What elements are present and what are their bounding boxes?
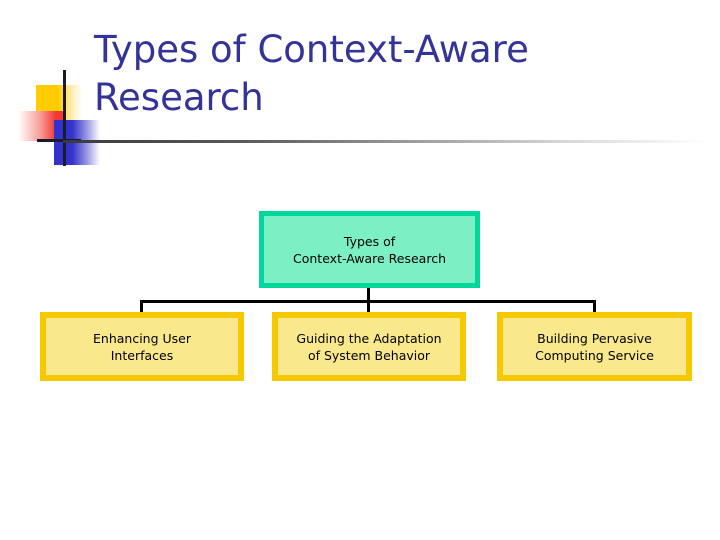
node-building-pervasive-computing-service[interactable]: Building Pervasive Computing Service bbox=[497, 312, 692, 381]
title-underline-rule bbox=[63, 140, 708, 143]
node-guiding-the-adaptation-of-system-behavior[interactable]: Guiding the Adaptation of System Behavio… bbox=[272, 312, 466, 381]
vertical-crosshair-line bbox=[63, 70, 66, 166]
connector-drop-right bbox=[593, 300, 596, 313]
connector-drop-left bbox=[140, 300, 143, 313]
horizontal-crosshair-line bbox=[37, 139, 81, 142]
connector-root-stem bbox=[367, 288, 370, 302]
node-enhancing-user-interfaces[interactable]: Enhancing User Interfaces bbox=[40, 312, 244, 381]
node-root-types-of-context-aware-research[interactable]: Types of Context-Aware Research bbox=[259, 211, 480, 288]
slide-title: Types of Context-Aware Research bbox=[94, 28, 529, 119]
connector-drop-center bbox=[367, 300, 370, 313]
